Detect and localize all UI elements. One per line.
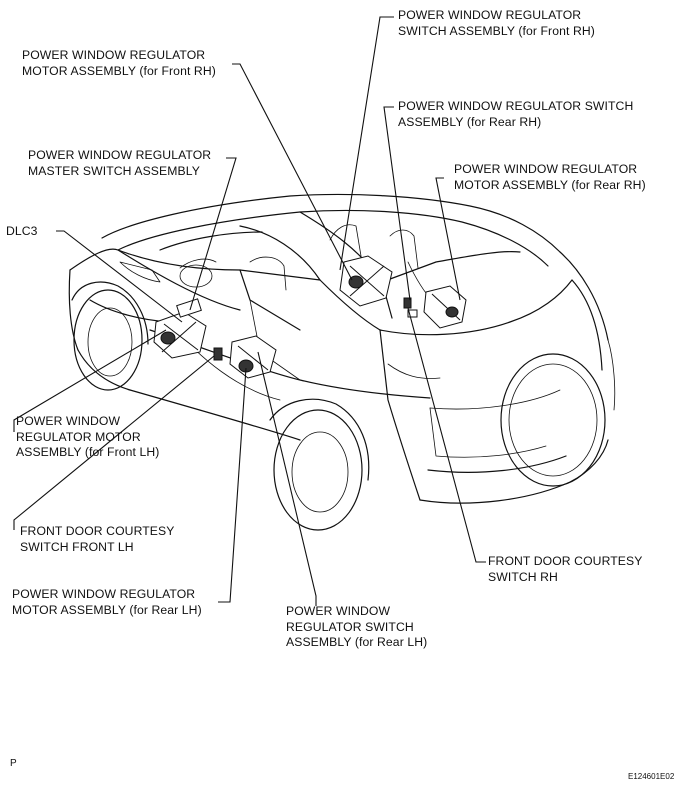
label-pw-motor-front-rh: POWER WINDOW REGULATOR MOTOR ASSEMBLY (f… (22, 48, 216, 78)
leader-courtesy-rh (407, 307, 486, 563)
leader-motor-front-rh (232, 63, 353, 281)
label-pw-switch-rear-lh: POWER WINDOW REGULATOR SWITCH ASSEMBLY (… (286, 604, 428, 649)
label-pw-motor-rear-rh: POWER WINDOW REGULATOR MOTOR ASSEMBLY (f… (454, 162, 646, 192)
courtesy-switch-rh-part (403, 297, 412, 309)
label-courtesy-rh: FRONT DOOR COURTESY SWITCH RH (488, 554, 643, 584)
regulator-front-rh (339, 255, 393, 307)
label-pw-motor-front-lh: POWER WINDOW REGULATOR MOTOR ASSEMBLY (f… (16, 414, 160, 459)
label-pw-master-switch: POWER WINDOW REGULATOR MASTER SWITCH ASS… (28, 148, 212, 178)
leader-motor-rear-lh (218, 367, 247, 603)
leader-master-switch (189, 157, 237, 311)
regulator-rear-rh (423, 285, 467, 329)
label-dlc3: DLC3 (6, 224, 38, 238)
leader-motor-front-lh (13, 329, 167, 432)
leader-lines (13, 16, 486, 606)
courtesy-switch-lh-part (213, 347, 223, 361)
footer-page-marker: P (10, 758, 17, 769)
master-switch (176, 298, 202, 318)
footer-figure-code: E124601E02 (628, 772, 675, 781)
regulator-rear-lh (229, 335, 277, 379)
label-pw-motor-rear-lh: POWER WINDOW REGULATOR MOTOR ASSEMBLY (f… (12, 587, 202, 617)
label-courtesy-front-lh: FRONT DOOR COURTESY SWITCH FRONT LH (20, 524, 175, 554)
switch-rear-rh-part (407, 309, 418, 318)
leader-courtesy-front-lh (13, 355, 215, 530)
leader-switch-rear-lh (257, 351, 317, 606)
regulator-front-lh (153, 311, 207, 359)
leader-dlc3 (56, 230, 183, 323)
leader-switch-front-rh (339, 16, 394, 271)
label-pw-switch-front-rh: POWER WINDOW REGULATOR SWITCH ASSEMBLY (… (398, 8, 595, 38)
leader-motor-rear-rh (435, 177, 461, 301)
leader-switch-rear-rh (383, 106, 411, 301)
vehicle-illustration (68, 193, 616, 531)
label-pw-switch-rear-rh: POWER WINDOW REGULATOR SWITCH ASSEMBLY (… (398, 99, 634, 129)
